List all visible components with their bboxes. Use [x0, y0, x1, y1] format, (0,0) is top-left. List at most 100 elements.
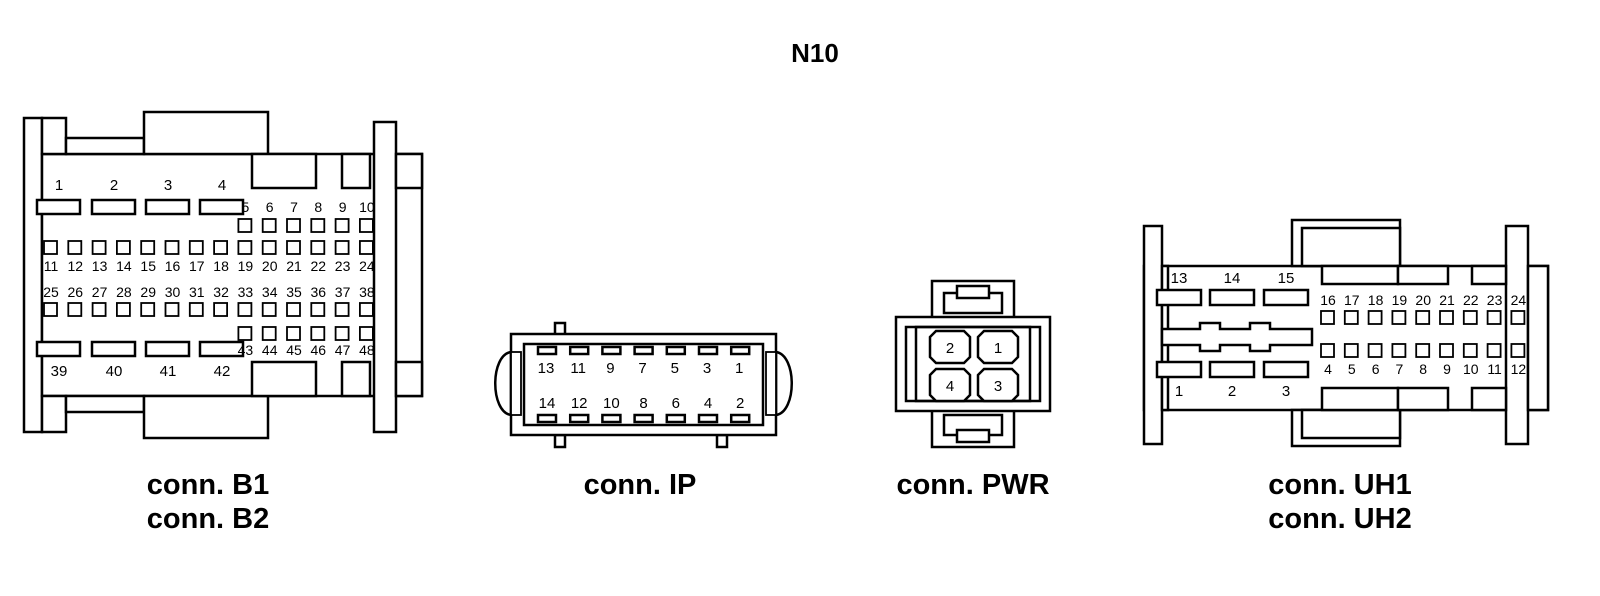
connector-b-body — [40, 152, 424, 398]
pin-slot — [286, 240, 301, 255]
pin-slot — [568, 345, 590, 356]
pin-slot — [91, 302, 107, 317]
pin-slot — [697, 345, 719, 356]
housing-right-latch — [372, 120, 398, 434]
pin-slot — [358, 240, 374, 255]
connector-b-caption-2: conn. B2 — [147, 503, 269, 535]
pin-slot — [1155, 288, 1203, 307]
housing-left-rail — [22, 116, 44, 434]
pin-slot — [334, 218, 350, 233]
pin-slot — [67, 302, 83, 317]
pin-label: 35 — [286, 284, 302, 300]
pin-label: 10 — [1463, 361, 1479, 377]
pin-slot — [601, 413, 622, 424]
pin-label: 23 — [1487, 292, 1503, 308]
pin-label: 12 — [1511, 361, 1527, 377]
pin-slot — [1343, 310, 1359, 325]
pin-label: 3 — [1282, 383, 1290, 400]
pin-label: 46 — [311, 342, 327, 358]
connector-pwr-caption: conn. PWR — [896, 469, 1049, 501]
pin-slot — [1343, 343, 1359, 358]
pin-slot — [310, 240, 326, 255]
pin-label: 6 — [1372, 361, 1380, 377]
pin-label: 26 — [68, 284, 84, 300]
pin-label: 8 — [314, 199, 322, 215]
ip-right-latch — [774, 350, 793, 417]
pin-label: 9 — [339, 199, 347, 215]
pin-slot — [601, 345, 622, 356]
pin-label: 2 — [1228, 383, 1236, 400]
pin-label: 22 — [1463, 292, 1479, 308]
pin-slot — [43, 302, 58, 317]
diagram-title: N10 — [791, 38, 839, 68]
pin-label: 21 — [1439, 292, 1455, 308]
pin-cavity — [928, 367, 972, 403]
pin-label: 17 — [1344, 292, 1360, 308]
pin-slot — [1320, 310, 1335, 325]
pin-label: 3 — [703, 360, 711, 377]
ip-left-latch — [494, 350, 513, 417]
pin-slot — [536, 345, 558, 356]
pin-label: 18 — [213, 258, 229, 274]
pin-slot — [310, 218, 326, 233]
pin-label: 14 — [116, 258, 132, 274]
pin-label: 48 — [359, 342, 375, 358]
pin-label: 43 — [238, 342, 254, 358]
pin-slot — [1367, 343, 1383, 358]
uh-left-rail — [1142, 224, 1164, 446]
pin-slot — [1486, 310, 1502, 325]
pin-label: 16 — [1320, 292, 1336, 308]
pin-label: 28 — [116, 284, 132, 300]
pin-label: 41 — [160, 363, 177, 380]
pin-label: 7 — [638, 360, 646, 377]
pin-slot — [116, 240, 131, 255]
pin-label: 4 — [946, 378, 954, 395]
pin-label: 1 — [55, 177, 63, 194]
pin-slot — [286, 218, 301, 233]
pin-label: 15 — [1278, 270, 1295, 287]
pin-slot — [310, 302, 326, 317]
pin-label: 10 — [603, 395, 620, 412]
pin-slot — [237, 326, 253, 341]
uh-right-latch — [1504, 224, 1530, 446]
pin-slot — [237, 302, 253, 317]
pin-label: 24 — [359, 258, 375, 274]
pin-label: 42 — [214, 363, 231, 380]
pin-label: 17 — [189, 258, 205, 274]
pin-slot — [198, 340, 245, 358]
pin-label: 20 — [1415, 292, 1431, 308]
pin-label: 21 — [286, 258, 302, 274]
pin-label: 8 — [639, 395, 647, 412]
pin-slot — [1415, 343, 1431, 358]
pin-label: 18 — [1368, 292, 1384, 308]
pin-slot — [536, 413, 558, 424]
pin-slot — [633, 345, 654, 356]
pin-slot — [568, 413, 590, 424]
pin-slot — [1155, 360, 1203, 379]
pin-label: 11 — [570, 360, 586, 377]
pin-slot — [35, 198, 82, 216]
pin-slot — [1510, 343, 1526, 358]
pin-slot — [665, 413, 687, 424]
pin-slot — [144, 340, 191, 358]
pin-label: 16 — [165, 258, 181, 274]
pin-label: 2 — [736, 395, 744, 412]
pin-cavity — [976, 329, 1020, 365]
pin-label: 13 — [538, 360, 555, 377]
pin-slot — [188, 302, 204, 317]
pin-slot — [1208, 360, 1256, 379]
pin-label: 20 — [262, 258, 278, 274]
pin-label: 14 — [1224, 270, 1241, 287]
pin-slot — [310, 326, 326, 341]
pin-label: 3 — [994, 378, 1002, 395]
pin-slot — [164, 240, 180, 255]
pin-slot — [286, 326, 301, 341]
pin-slot — [237, 218, 253, 233]
pin-label: 25 — [43, 284, 59, 300]
pin-slot — [90, 198, 137, 216]
pin-label: 12 — [68, 258, 84, 274]
pin-label: 32 — [213, 284, 229, 300]
pin-label: 44 — [262, 342, 278, 358]
